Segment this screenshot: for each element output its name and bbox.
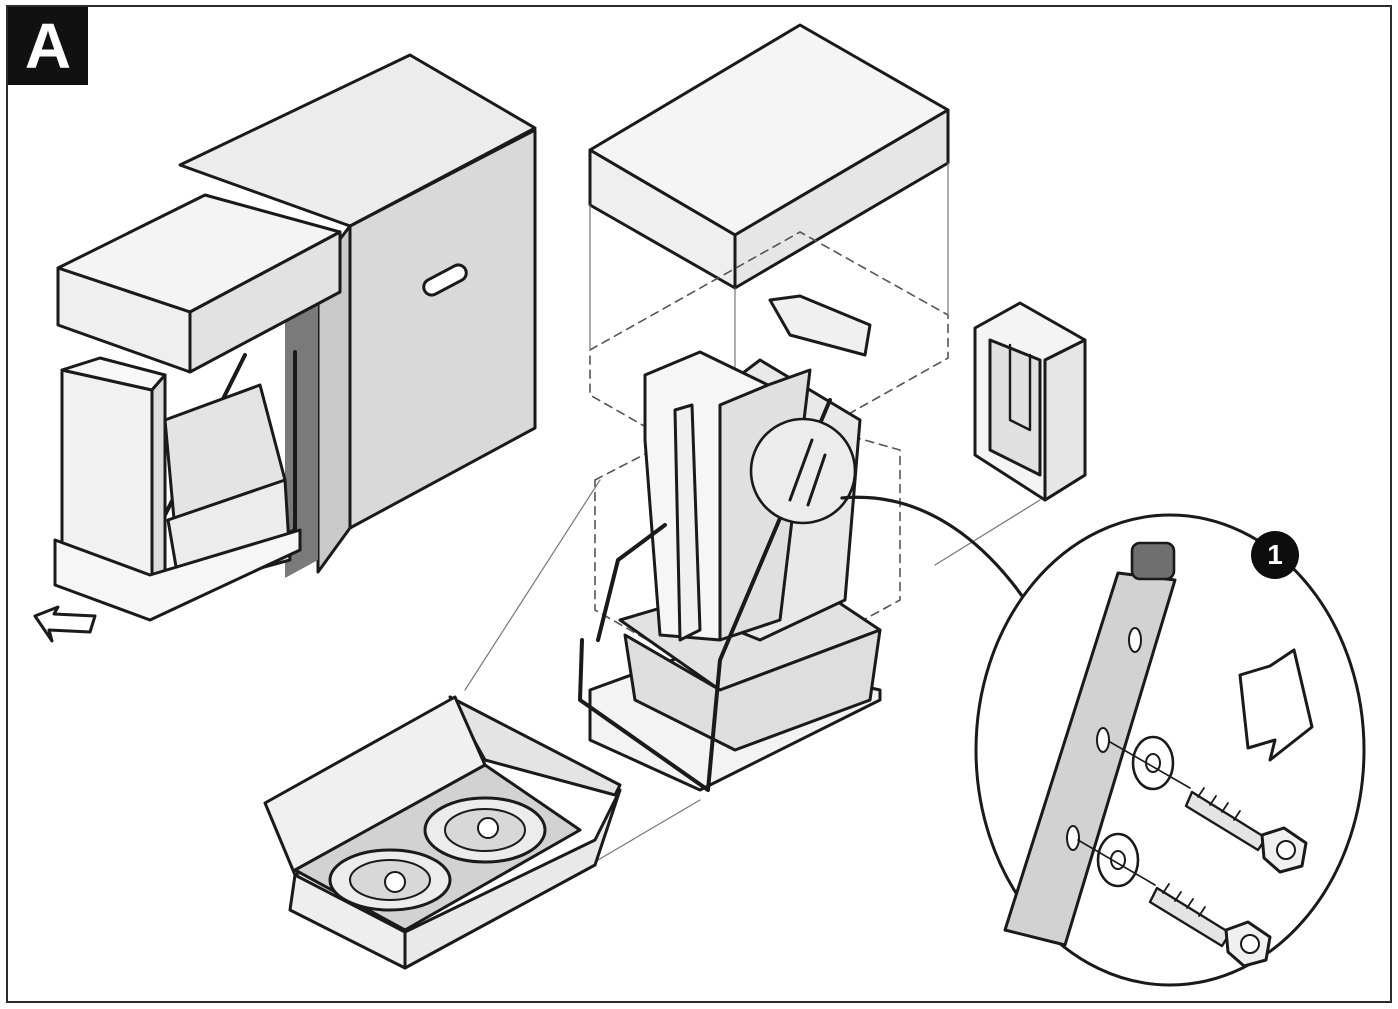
side-compartment-side bbox=[150, 373, 167, 602]
arrow-left-icon bbox=[33, 605, 97, 643]
rail-end-cap bbox=[1130, 541, 1176, 581]
screw-lower bbox=[1148, 883, 1272, 968]
guide-line-lower bbox=[1077, 839, 1156, 886]
arrow-right-icon bbox=[1238, 648, 1314, 762]
base-tray bbox=[53, 528, 302, 622]
filter-hub-back bbox=[477, 817, 499, 839]
bin-lid-side bbox=[188, 230, 342, 374]
end-cap-side bbox=[1043, 338, 1087, 502]
end-cap-inner bbox=[988, 338, 1042, 477]
figure-frame bbox=[6, 5, 1392, 1003]
magnified-detail-circle bbox=[749, 417, 857, 525]
filter-box bbox=[263, 695, 622, 970]
cabinet-top-panel bbox=[178, 53, 537, 228]
detail-rail-lines bbox=[788, 438, 827, 507]
screw-icon bbox=[1184, 787, 1308, 874]
cabinet-handle-slot bbox=[422, 263, 468, 297]
front-slot-rail bbox=[673, 403, 702, 642]
rail-hole-bottom bbox=[1066, 825, 1080, 851]
end-cap-slot bbox=[1008, 343, 1032, 432]
large-bucket-body bbox=[623, 628, 882, 752]
rail-hole-top bbox=[1128, 627, 1142, 653]
box-side-wall bbox=[403, 788, 622, 970]
top-handle-plate bbox=[768, 294, 872, 357]
detail-view bbox=[974, 513, 1366, 987]
end-cap-part bbox=[973, 301, 1087, 502]
installed-bin-unit bbox=[33, 53, 537, 643]
phantom-outline bbox=[589, 231, 949, 691]
exploded-assembly bbox=[464, 23, 1041, 861]
callout-badge: 1 bbox=[1251, 531, 1299, 579]
rail-hole-middle bbox=[1096, 727, 1110, 753]
filter-hub-front bbox=[384, 871, 406, 893]
guide-line-upper bbox=[1109, 741, 1191, 789]
panel-label: A bbox=[8, 7, 88, 85]
